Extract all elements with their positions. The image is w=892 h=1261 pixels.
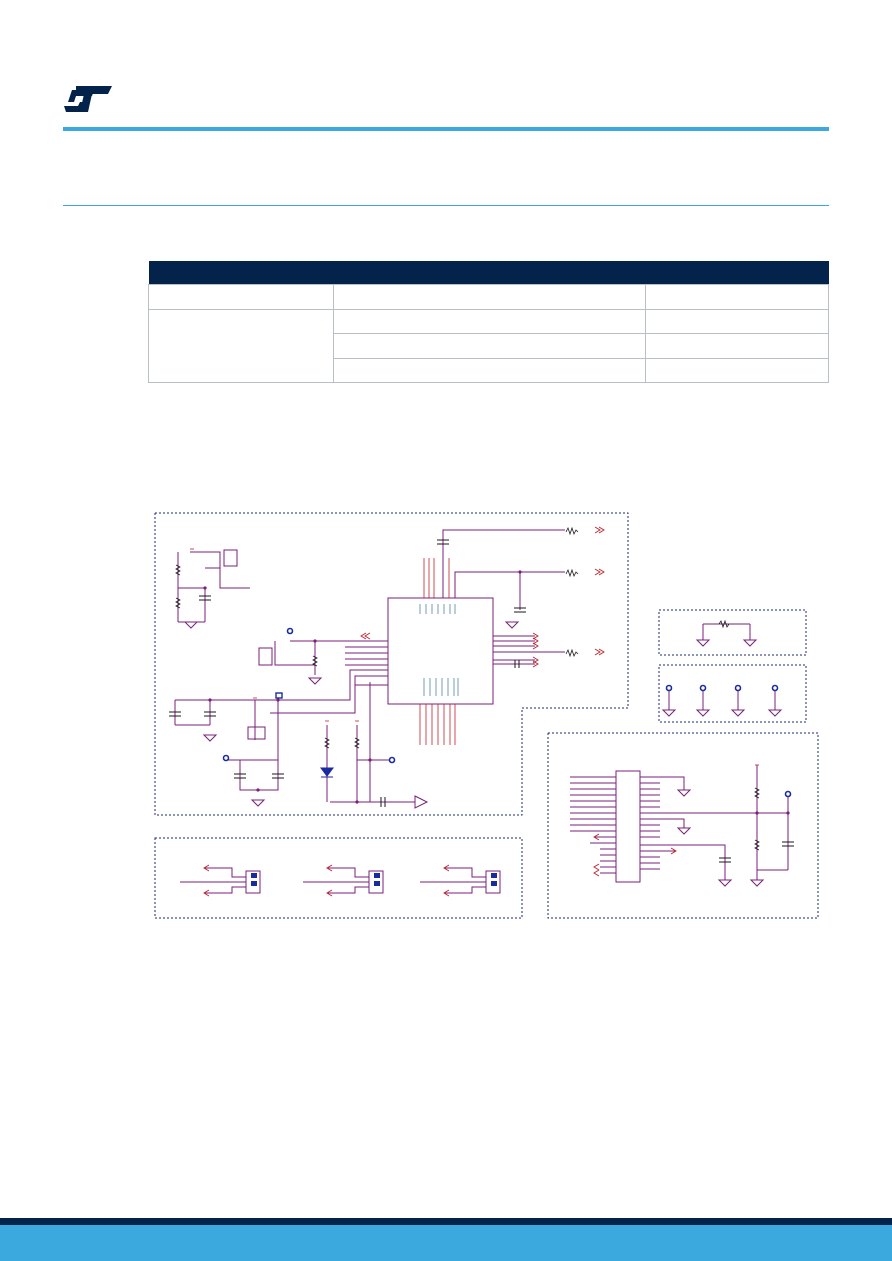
table-header-cell [645, 261, 829, 285]
component-boxes [223, 549, 501, 894]
table-row [148, 308, 829, 383]
table-cell [148, 284, 334, 310]
footer-band [0, 1225, 892, 1261]
wires [174, 529, 776, 894]
led-icon [320, 767, 334, 777]
table-header-row [148, 261, 829, 285]
table-cell [645, 333, 829, 359]
schematic-frames [154, 512, 819, 919]
net-labels [190, 548, 759, 826]
test-point-square [275, 692, 283, 699]
test-points [222, 627, 792, 798]
ground-symbols [183, 621, 783, 887]
junctions [203, 570, 790, 815]
section-rule [63, 205, 829, 206]
table-cell [645, 284, 829, 310]
capacitors [169, 539, 794, 863]
table-cell [333, 357, 646, 383]
connector-wires [570, 765, 789, 880]
table-cell [333, 284, 646, 310]
header-rule [63, 127, 829, 131]
table-cell [148, 308, 334, 383]
table-cell [333, 333, 646, 359]
table-cell [645, 308, 829, 334]
main-ic [387, 597, 494, 705]
table-cell [333, 308, 646, 334]
table-header-cell [148, 261, 646, 285]
table-cell [645, 357, 829, 383]
table-row [149, 357, 829, 383]
header-connector [615, 770, 641, 883]
net-arrows [203, 526, 677, 897]
resistors [175, 526, 760, 851]
footer-band-dark [0, 1218, 892, 1225]
schematic-diagram [154, 512, 819, 919]
components-table [148, 261, 829, 383]
jumper-pins [251, 873, 497, 886]
st-logo-icon [64, 86, 112, 112]
table-row [148, 284, 829, 310]
ic-pin-stubs [419, 604, 459, 696]
